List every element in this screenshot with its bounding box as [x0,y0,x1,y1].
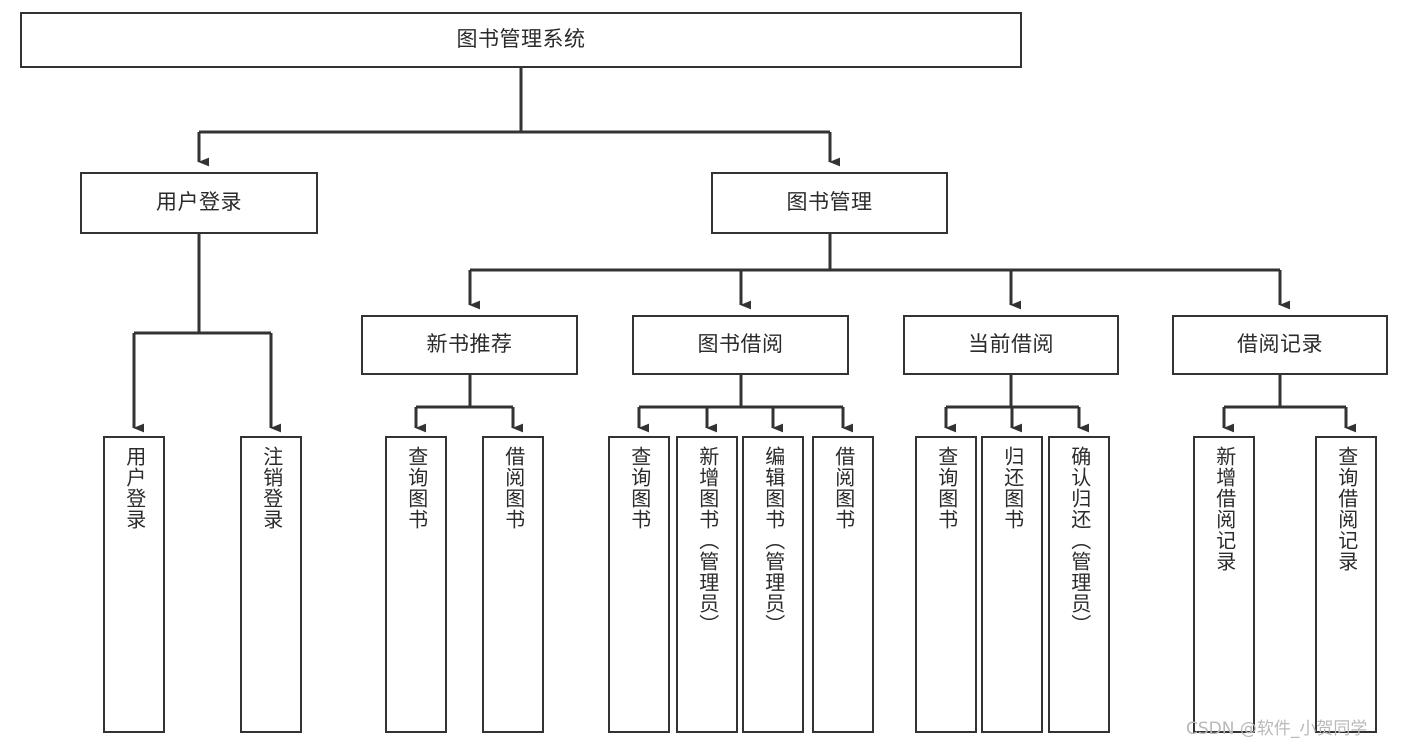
node-leaf-add-borrow-record-label: 新增借阅记录 [1212,446,1237,572]
node-root-label: 图书管理系统 [456,27,586,52]
node-book-borrow-label: 图书借阅 [697,332,784,357]
node-leaf-confirm-return-admin[interactable]: 确认归还（管理员） [1048,436,1110,733]
node-current-borrow[interactable]: 当前借阅 [903,315,1119,375]
node-leaf-borrow-book-1-label: 借阅图书 [501,446,526,530]
node-book-manage[interactable]: 图书管理 [711,172,948,234]
node-borrow-record[interactable]: 借阅记录 [1172,315,1388,375]
node-leaf-borrow-book-2-label: 借阅图书 [831,446,856,530]
node-user-login[interactable]: 用户登录 [80,172,318,234]
node-leaf-edit-book-admin[interactable]: 编辑图书（管理员） [742,436,804,733]
node-leaf-user-login-label: 用户登录 [122,446,147,530]
node-leaf-query-borrow-record[interactable]: 查询借阅记录 [1315,436,1377,733]
node-leaf-query-book-3-label: 查询图书 [934,446,959,530]
node-book-manage-label: 图书管理 [786,190,873,215]
node-leaf-borrow-book-2[interactable]: 借阅图书 [812,436,874,733]
node-borrow-record-label: 借阅记录 [1237,332,1323,357]
node-leaf-return-book-label: 归还图书 [1000,446,1025,530]
node-leaf-user-logout-label: 注销登录 [259,446,284,530]
node-leaf-query-book-2-label: 查询图书 [627,446,652,530]
node-leaf-query-book-1-label: 查询图书 [404,446,429,530]
node-leaf-user-logout[interactable]: 注销登录 [240,436,302,733]
node-leaf-add-book-admin[interactable]: 新增图书（管理员） [676,436,738,733]
node-new-book-recommend-label: 新书推荐 [426,332,513,357]
node-book-borrow[interactable]: 图书借阅 [632,315,849,375]
node-current-borrow-label: 当前借阅 [968,332,1054,357]
node-new-book-recommend[interactable]: 新书推荐 [361,315,578,375]
node-leaf-user-login[interactable]: 用户登录 [103,436,165,733]
node-leaf-query-book-3[interactable]: 查询图书 [915,436,977,733]
node-leaf-query-borrow-record-label: 查询借阅记录 [1334,446,1359,572]
node-leaf-edit-book-admin-label: 编辑图书（管理员） [761,446,786,635]
node-leaf-borrow-book-1[interactable]: 借阅图书 [482,436,544,733]
node-leaf-return-book[interactable]: 归还图书 [981,436,1043,733]
node-leaf-add-book-admin-label: 新增图书（管理员） [695,446,720,635]
node-root[interactable]: 图书管理系统 [20,12,1022,68]
node-leaf-confirm-return-admin-label: 确认归还（管理员） [1067,446,1092,635]
node-leaf-query-book-2[interactable]: 查询图书 [608,436,670,733]
node-user-login-label: 用户登录 [156,190,242,215]
node-leaf-add-borrow-record[interactable]: 新增借阅记录 [1193,436,1255,733]
node-leaf-query-book-1[interactable]: 查询图书 [385,436,447,733]
